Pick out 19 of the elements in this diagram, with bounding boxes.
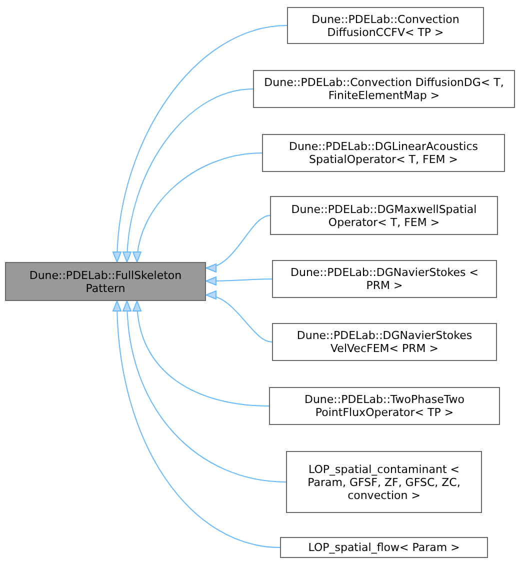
inheritance-arrow — [206, 292, 272, 342]
class-box: Dune::PDELab::Convection DiffusionCCFV< TP > — [287, 7, 484, 44]
class-box: LOP_spatial_contaminant < Param, GFSF, ZF, GFSC, ZC, convection > — [286, 451, 482, 513]
base-class-box: Dune::PDELab::FullSkeleton Pattern — [5, 262, 206, 301]
class-box: Dune::PDELab::DGNavierStokes < PRM > — [272, 260, 497, 298]
class-box: Dune::PDELab::DGNavierStokes VelVecFEM< PRM > — [272, 323, 497, 361]
inheritance-arrow — [206, 215, 270, 272]
class-box: Dune::PDELab::DGLinearAcoustics SpatialOperator< T, FEM > — [262, 134, 505, 172]
class-box: Dune::PDELab::DGMaxwellSpatial Operator< T, FEM > — [270, 196, 498, 235]
inheritance-arrow — [123, 300, 286, 482]
inheritance-arrow — [133, 300, 270, 406]
inheritance-arrow — [112, 300, 280, 548]
inheritance-arrow — [133, 152, 262, 262]
inheritance-arrow — [206, 276, 272, 286]
inheritance-arrow — [123, 88, 254, 262]
class-box: LOP_spatial_flow< Param > — [280, 537, 488, 558]
class-box: Dune::PDELab::Convection DiffusionDG< T, FiniteElementMap > — [253, 70, 515, 108]
inheritance-arrow — [113, 25, 288, 262]
class-box: Dune::PDELab::TwoPhaseTwo PointFluxOperator< TP > — [269, 387, 500, 425]
